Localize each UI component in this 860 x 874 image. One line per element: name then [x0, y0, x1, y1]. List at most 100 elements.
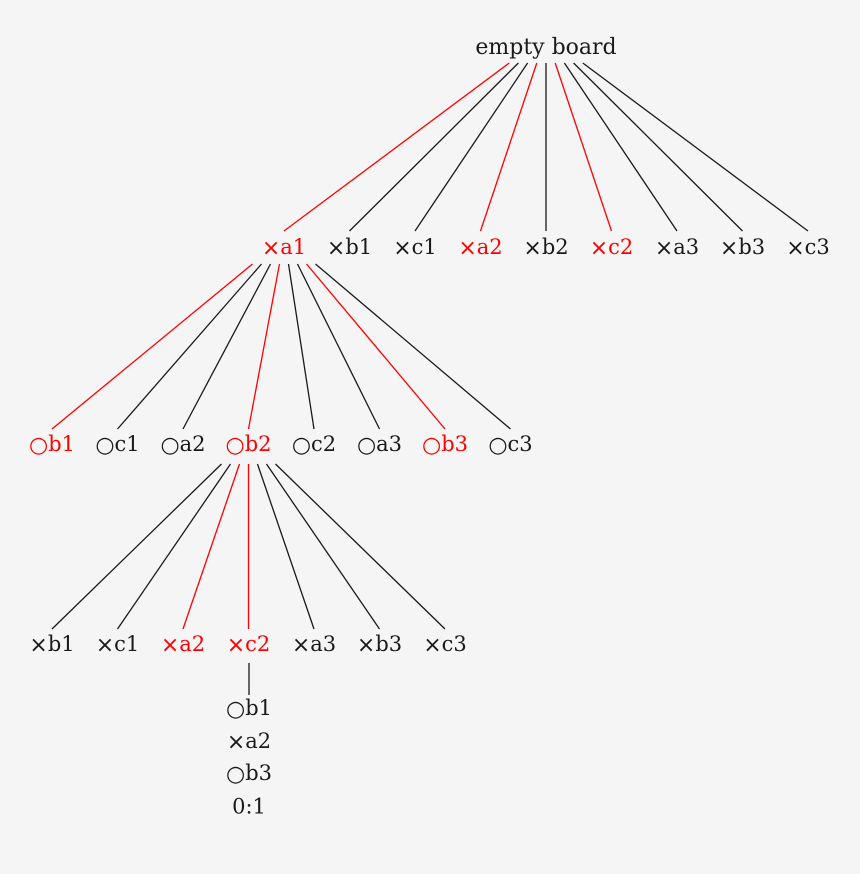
node-ob3: ○b3 [421, 432, 469, 458]
node-oc2: ○c2 [291, 432, 337, 458]
cell-label: b2 [541, 235, 569, 259]
node-xc2: ×c2 [226, 633, 271, 658]
x-mark-icon: × [356, 633, 376, 658]
o-mark-icon: ○ [225, 697, 246, 722]
edge-level1-ob3 [306, 263, 446, 430]
edge-level0-xb3 [573, 62, 743, 232]
cell-label: b1 [48, 432, 76, 456]
edge-level0-xc2 [554, 62, 613, 232]
node-xb3: ×b3 [719, 235, 766, 261]
cell-label: c3 [507, 432, 533, 456]
chain-node-xa2: ×a2 [227, 729, 272, 754]
cell-label: a1 [280, 235, 307, 259]
cell-label: a3 [376, 432, 403, 456]
node-xa3: ×a3 [654, 235, 700, 261]
node-xc1: ×c1 [393, 235, 437, 261]
cell-label: b3 [245, 761, 273, 785]
root-node-empty-board: empty board [475, 35, 617, 60]
x-mark-icon: × [326, 236, 346, 261]
edge-level0-xa1 [283, 62, 510, 232]
node-xb1: ×b1 [326, 235, 373, 261]
o-mark-icon: ○ [28, 433, 49, 458]
edge-level2-xa3 [256, 463, 315, 630]
edge-level2-xc3 [275, 463, 446, 630]
node-oc1: ○c1 [95, 432, 140, 458]
edge-level1-oa2 [182, 263, 272, 430]
cell-label: b2 [244, 432, 272, 456]
chain-node-ob1: ○b1 [225, 696, 273, 722]
edge-level2-xb1 [51, 463, 222, 630]
cell-label: c1 [411, 235, 437, 259]
chain-node-ob3: ○b3 [225, 761, 273, 787]
x-mark-icon: × [393, 236, 412, 261]
o-mark-icon: ○ [225, 433, 245, 458]
node-xb3: ×b3 [356, 632, 403, 658]
edge-level0-xa3 [563, 62, 678, 232]
cell-label: a2 [179, 632, 206, 656]
edge-level0-xc1 [414, 62, 529, 232]
o-mark-icon: ○ [225, 762, 246, 787]
x-mark-icon: × [95, 633, 115, 658]
node-xa3: ×a3 [291, 633, 336, 658]
x-mark-icon: × [719, 236, 739, 261]
edge-level1-ob1 [51, 263, 253, 430]
cell-label: b3 [738, 235, 766, 259]
node-xc1: ×c1 [95, 632, 140, 658]
edge-level1-oc2 [287, 263, 315, 430]
node-oc3: ○c3 [488, 432, 533, 458]
o-mark-icon: ○ [160, 433, 180, 458]
cell-label: c3 [804, 235, 830, 259]
node-xc3: ×c3 [423, 632, 467, 658]
node-xa2: ×a2 [458, 235, 503, 261]
cell-label: c2 [608, 235, 634, 259]
x-mark-icon: × [29, 633, 48, 658]
o-mark-icon: ○ [291, 433, 312, 458]
cell-label: b1 [47, 632, 75, 656]
node-oa2: ○a2 [160, 432, 206, 458]
cell-label: b1 [345, 235, 373, 259]
edge-level1-oc3 [315, 263, 511, 430]
node-xb1: ×b1 [29, 632, 75, 658]
edge-level1-oa3 [296, 263, 381, 430]
node-xa2: ×a2 [160, 632, 206, 658]
o-mark-icon: ○ [356, 433, 377, 458]
cell-label: b3 [441, 432, 469, 456]
x-mark-icon: × [291, 633, 311, 658]
x-mark-icon: × [589, 236, 609, 261]
x-mark-icon: × [160, 633, 180, 658]
edge-level2-xa2 [182, 463, 241, 630]
cell-label: a2 [476, 235, 503, 259]
node-xc2: ×c2 [589, 235, 634, 261]
cell-label: c2 [311, 432, 337, 456]
cell-label: a2 [245, 729, 272, 753]
cell-label: b3 [375, 632, 403, 656]
node-ob2: ○b2 [225, 432, 272, 458]
o-mark-icon: ○ [421, 433, 442, 458]
x-mark-icon: × [458, 236, 477, 261]
cell-label: c1 [114, 632, 140, 656]
cell-label: c3 [441, 632, 467, 656]
x-mark-icon: × [523, 236, 542, 261]
edge-level0-xa2 [479, 62, 538, 232]
x-mark-icon: × [226, 633, 246, 658]
x-mark-icon: × [261, 236, 281, 261]
node-oa3: ○a3 [356, 432, 403, 458]
x-mark-icon: × [786, 236, 805, 261]
edge-level0-xc3 [582, 62, 809, 232]
edge-level1-ob2 [247, 263, 281, 430]
o-mark-icon: ○ [95, 433, 115, 458]
cell-label: a2 [179, 432, 206, 456]
x-mark-icon: × [654, 236, 674, 261]
edge-level1-oc1 [117, 263, 262, 430]
node-xc3: ×c3 [786, 235, 830, 261]
x-mark-icon: × [423, 633, 442, 658]
outcome-label: 0:1 [232, 794, 266, 819]
node-ob1: ○b1 [28, 432, 76, 458]
o-mark-icon: ○ [488, 433, 508, 458]
cell-label: a3 [673, 235, 700, 259]
cell-label: b1 [245, 696, 273, 720]
cell-label: c1 [114, 432, 140, 456]
edge-level0-xb1 [349, 62, 519, 232]
